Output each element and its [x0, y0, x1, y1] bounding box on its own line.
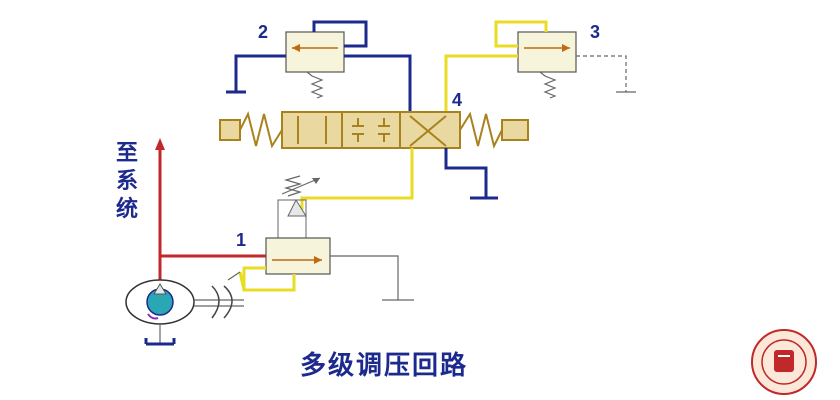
- pump-rotation-icon: [147, 313, 159, 320]
- valve-2-drain-line: [234, 54, 286, 92]
- valve-3-drain-line: [576, 55, 627, 92]
- valve-3-label: 3: [590, 22, 600, 42]
- side-label-char-3: 统: [116, 196, 138, 222]
- pump-coupling-arc: [211, 285, 220, 319]
- pump-assembly: [125, 138, 266, 346]
- pump-direction-icon: [153, 283, 167, 295]
- valve-1-adjust-arrow: [281, 177, 321, 195]
- valve-1-body: [265, 237, 331, 275]
- university-seal-icon: [751, 329, 817, 395]
- supply-arrowhead: [155, 138, 165, 150]
- valve-3-arrowhead: [562, 44, 570, 52]
- relief-valve-3: [444, 20, 636, 112]
- directional-valve-4: [219, 111, 529, 149]
- valve-1-control-tap: [238, 271, 246, 291]
- valve-3-to-valve-4-line: [444, 54, 518, 112]
- valve-3-pilot-line: [494, 20, 548, 48]
- valve-2-arrowhead: [292, 44, 300, 52]
- valve-1-label: 1: [236, 230, 246, 250]
- valve-1-poppet: [287, 198, 307, 217]
- valve-4-cross-b: [409, 115, 447, 147]
- main-supply-line: [158, 146, 266, 258]
- seal-shield: [774, 350, 794, 372]
- valve-4-right-actuator: [501, 119, 529, 141]
- pilot-relief-valve-1: [238, 175, 414, 301]
- pump-motor-arc: [223, 285, 233, 319]
- valve-4-left-spring: [239, 111, 283, 149]
- side-label-char-2: 系: [116, 168, 138, 194]
- relief-valve-2: [226, 20, 412, 112]
- valve-1-adjust-arrowhead: [312, 178, 320, 184]
- valve-4-return-line: [444, 148, 488, 198]
- pump-adjust-tick: [227, 271, 241, 281]
- valve-3-spring: [539, 71, 557, 99]
- valve-2-spring: [306, 71, 324, 99]
- valve-1-pilot-spring: [283, 175, 303, 197]
- valve-2-to-valve-4-line: [344, 54, 412, 112]
- valve-3-body: [517, 31, 577, 73]
- valve-4-label: 4: [452, 90, 462, 110]
- valve-4-left-actuator: [219, 119, 241, 141]
- valve-1-arrowhead: [314, 256, 322, 264]
- diagram-title: 多级调压回路: [300, 350, 468, 381]
- valve-2-pilot-line: [312, 20, 368, 48]
- valve-4-body: [281, 111, 461, 149]
- seal-inner-ring: [761, 339, 807, 385]
- valve-1-drain-line: [330, 255, 399, 300]
- side-label-char-1: 至: [116, 140, 138, 166]
- valve-4-right-spring: [459, 111, 503, 149]
- valve-2-body: [285, 31, 345, 73]
- valve-2-label: 2: [258, 22, 268, 42]
- valve-4-pilot-to-valve-1-line: [300, 148, 414, 210]
